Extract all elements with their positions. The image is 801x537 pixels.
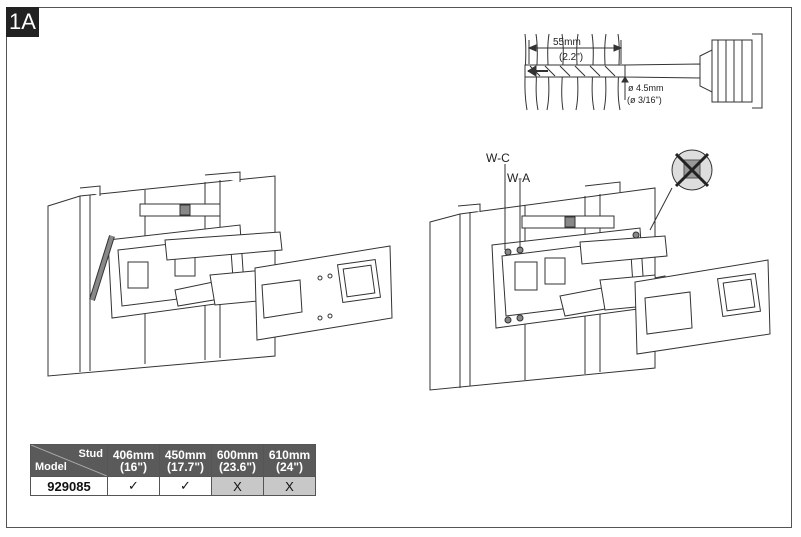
column-header: 610mm(24") [263,444,316,477]
table-cell: ✓ [159,476,212,496]
model-number: 929085 [30,476,108,496]
right-mount-illustration [429,149,771,391]
table-row: 929085 ✓ ✓ X X [30,476,316,496]
stud-spacing-table: Stud Model 406mm(16") 450mm(17.7") 600mm… [30,444,316,496]
drill-diameter-mm: ø 4.5mm [628,83,664,93]
table-cell: X [211,476,264,496]
stud-label: Stud [78,448,103,460]
table-header-row: Stud Model 406mm(16") 450mm(17.7") 600mm… [30,444,316,477]
step-badge: 1A [6,7,39,37]
drill-diameter-in: (ø 3/16") [627,95,662,105]
page-frame [6,7,792,528]
left-mount-illustration [47,171,393,377]
label-w-c: W-C [486,151,510,165]
column-header: 406mm(16") [107,444,160,477]
drill-depth-in: (2.2") [559,52,583,63]
drill-depth-mm: 55mm [553,37,581,48]
table-corner-cell: Stud Model [30,444,108,477]
column-header: 450mm(17.7") [159,444,212,477]
table-cell: ✓ [107,476,160,496]
column-header: 600mm(23.6") [211,444,264,477]
model-label: Model [35,461,67,473]
table-cell: X [263,476,316,496]
label-w-a: W-A [507,171,530,185]
drill-detail [524,33,763,111]
